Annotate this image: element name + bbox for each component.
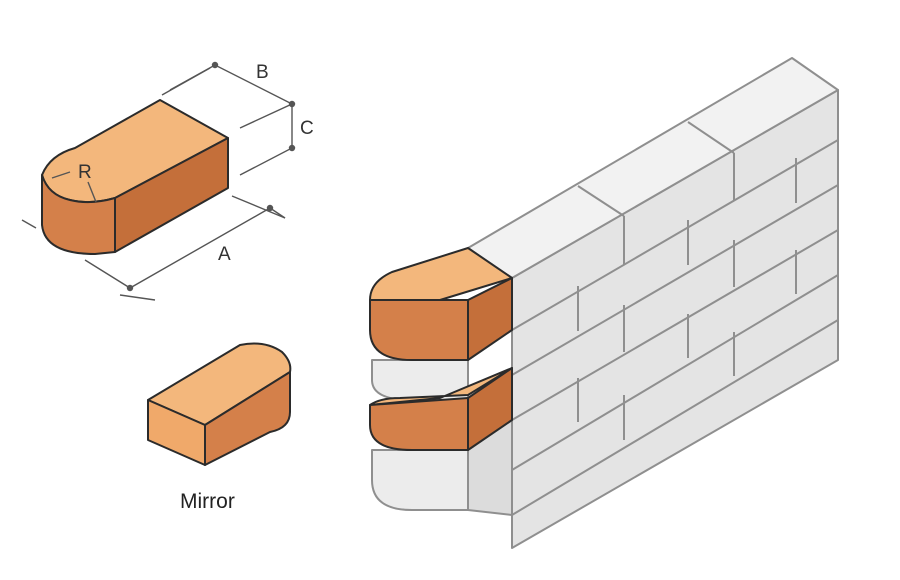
wall-top-joints xyxy=(577,121,735,217)
wall-vertical-joints-3 xyxy=(623,240,735,352)
dim-left-tick xyxy=(21,219,37,229)
radius-arrow-1 xyxy=(51,171,71,179)
dim-a-ext xyxy=(119,195,286,301)
wall-brick-upper-top xyxy=(369,247,513,301)
label-r: R xyxy=(78,162,92,183)
dim-c-line xyxy=(239,102,293,176)
main-brick-front xyxy=(41,174,116,255)
wall-vertical-joints-4 xyxy=(577,250,797,422)
dim-a-line xyxy=(84,207,286,289)
dim-b-line xyxy=(169,64,293,105)
wall-vertical-joints-1 xyxy=(623,153,735,265)
wall-vertical-joints-2 xyxy=(577,158,797,331)
label-c: C xyxy=(300,118,314,139)
mirror-caption: Mirror xyxy=(180,490,235,513)
dimension-points xyxy=(126,61,296,292)
wall-end-bricks xyxy=(369,247,513,451)
wall-brick-upper-side xyxy=(467,277,513,361)
wall-vertical-joints-5 xyxy=(623,332,735,440)
dim-b-ext1 xyxy=(161,67,211,96)
wall-face-courses xyxy=(511,139,839,516)
label-b: B xyxy=(256,62,269,83)
label-a: A xyxy=(218,244,231,265)
mirror-brick-side xyxy=(204,371,291,466)
wall-brick-middle-side xyxy=(467,367,513,451)
mirror-brick xyxy=(147,342,292,466)
wall-end-grey-lower xyxy=(371,449,469,511)
brick-wall xyxy=(371,57,839,549)
wall-brick-middle-front xyxy=(369,397,469,451)
main-brick-side xyxy=(114,137,229,253)
dimension-lines xyxy=(21,64,293,301)
mirror-brick-top xyxy=(147,342,292,426)
radius-arrow-2 xyxy=(87,181,97,203)
wall-brick-upper-front xyxy=(369,299,469,361)
main-brick xyxy=(41,99,229,255)
